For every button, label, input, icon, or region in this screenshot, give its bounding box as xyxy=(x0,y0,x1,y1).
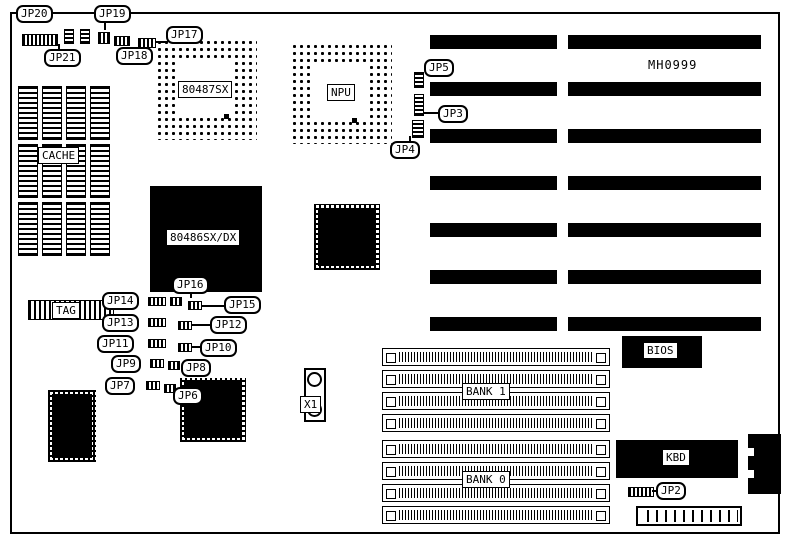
jumper-label-jp6: JP6 xyxy=(173,387,203,405)
isa-slot-segment xyxy=(568,270,761,284)
jumper-label-jp21: JP21 xyxy=(44,49,81,67)
jumper-block-jp18 xyxy=(98,32,110,44)
jumper-block-jp4 xyxy=(412,120,424,138)
keyboard-connector xyxy=(748,434,781,494)
jumper-block-jp9 xyxy=(150,359,164,368)
leader-line xyxy=(202,305,224,307)
jumper-block-jp14 xyxy=(148,297,166,306)
jumper-block-jp7 xyxy=(146,381,160,390)
isa-slot-segment xyxy=(430,176,557,190)
jumper-label-jp5: JP5 xyxy=(424,59,454,77)
isa-slot-segment xyxy=(568,35,761,49)
jumper-block-jp16 xyxy=(170,297,182,306)
io-qfp-chip xyxy=(48,390,96,462)
jumper-block-jp19 xyxy=(64,29,74,44)
npu-pin1-marker xyxy=(352,118,357,123)
simm-socket xyxy=(382,348,610,366)
simm-socket xyxy=(382,440,610,458)
leader-line xyxy=(190,290,192,298)
jumper-label-jp16: JP16 xyxy=(172,276,209,294)
leader-line xyxy=(104,22,106,30)
jumper-block-jp3 xyxy=(414,94,424,116)
leader-line xyxy=(58,44,60,50)
jumper-block-jp15 xyxy=(188,301,202,310)
jumper-block-jp13 xyxy=(148,318,166,327)
kbd-label: KBD xyxy=(662,449,690,466)
jumper-label-jp20: JP20 xyxy=(16,5,53,23)
bios-label: BIOS xyxy=(643,342,678,359)
jumper-label-jp19: JP19 xyxy=(94,5,131,23)
jumper-block-jp19b xyxy=(80,29,90,44)
cache-chip xyxy=(18,86,38,140)
jumper-label-jp17: JP17 xyxy=(166,26,203,44)
isa-slot-segment xyxy=(568,176,761,190)
isa-slot-segment xyxy=(430,129,557,143)
cache-chip xyxy=(42,86,62,140)
bank0-label: BANK 0 xyxy=(462,471,510,488)
cpu-label: 80486SX/DX xyxy=(166,229,241,246)
jumper-label-jp4: JP4 xyxy=(390,141,420,159)
jumper-block-jp2 xyxy=(628,487,654,497)
cache-label: CACHE xyxy=(38,147,80,164)
jumper-label-jp9: JP9 xyxy=(111,355,141,373)
isa-slot-segment xyxy=(568,317,761,331)
power-connector xyxy=(636,506,742,526)
crystal-label: X1 xyxy=(300,396,322,413)
npu-label: NPU xyxy=(327,84,355,101)
jumper-block-jp12 xyxy=(178,321,192,330)
jumper-block-jp5 xyxy=(414,72,424,88)
isa-slot-segment xyxy=(430,270,557,284)
isa-slot-segment xyxy=(430,317,557,331)
isa-slot-segment xyxy=(568,129,761,143)
simm-socket xyxy=(382,506,610,524)
leader-line xyxy=(156,41,168,43)
simm-socket xyxy=(382,414,610,432)
tag-label: TAG xyxy=(52,302,80,319)
cache-chip xyxy=(66,86,86,140)
leader-line xyxy=(192,324,210,326)
crystal-pad xyxy=(307,372,322,387)
jumper-block-jp18b xyxy=(114,36,130,46)
isa-slot-segment xyxy=(430,82,557,96)
cache-chip xyxy=(90,202,110,256)
cache-chip xyxy=(18,144,38,198)
jumper-label-jp3: JP3 xyxy=(438,105,468,123)
board-part-number: MH0999 xyxy=(648,58,698,72)
jumper-label-jp15: JP15 xyxy=(224,296,261,314)
jumper-block-jp8 xyxy=(168,361,180,370)
isa-slot-segment xyxy=(568,223,761,237)
isa-slot-segment xyxy=(430,35,557,49)
fpu-pin1-marker xyxy=(224,114,229,119)
jumper-label-jp2: JP2 xyxy=(656,482,686,500)
leader-line xyxy=(652,490,658,492)
jumper-label-jp18: JP18 xyxy=(116,47,153,65)
jumper-label-jp8: JP8 xyxy=(181,359,211,377)
cache-chip xyxy=(18,202,38,256)
leader-line xyxy=(424,112,438,114)
jumper-label-jp13: JP13 xyxy=(102,314,139,332)
jumper-label-jp12: JP12 xyxy=(210,316,247,334)
fpu-socket-label: 80487SX xyxy=(178,81,233,98)
leader-line xyxy=(192,346,200,348)
jumper-label-jp7: JP7 xyxy=(105,377,135,395)
keyboard-connector-notch xyxy=(748,448,754,456)
jumper-label-jp14: JP14 xyxy=(102,292,139,310)
chipset-qfp-chip xyxy=(314,204,380,270)
bank1-label: BANK 1 xyxy=(462,383,510,400)
cache-chip xyxy=(66,202,86,256)
jumper-label-jp10: JP10 xyxy=(200,339,237,357)
cache-chip xyxy=(42,202,62,256)
jumper-label-jp11: JP11 xyxy=(97,335,134,353)
jumper-block-jp11 xyxy=(148,339,166,348)
jumper-block-jp20 xyxy=(22,34,58,46)
jumper-block-jp10 xyxy=(178,343,192,352)
isa-slot-segment xyxy=(568,82,761,96)
cache-chip xyxy=(90,144,110,198)
cache-chip xyxy=(90,86,110,140)
keyboard-connector-notch xyxy=(748,470,754,478)
isa-slot-segment xyxy=(430,223,557,237)
